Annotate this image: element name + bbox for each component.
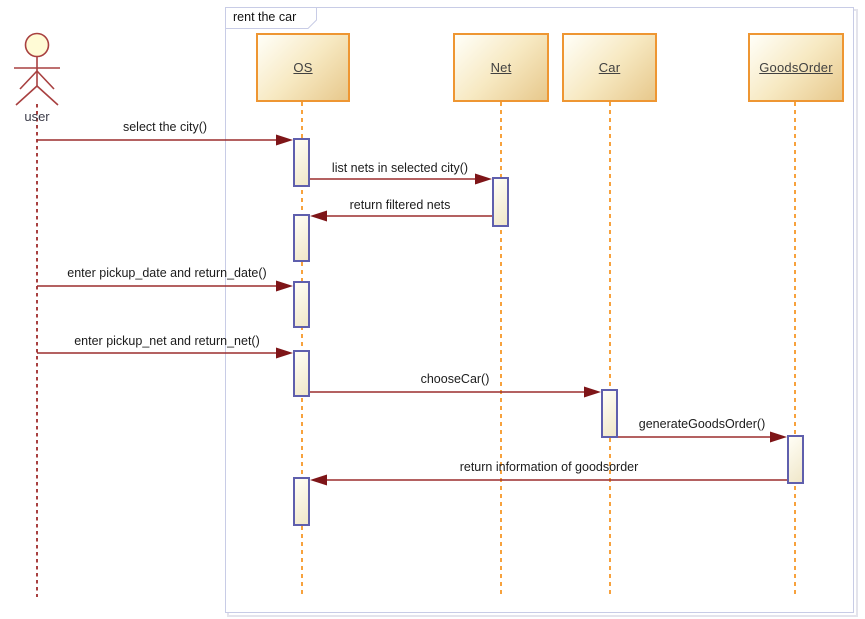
message-label-enter-nets: enter pickup_net and return_net() bbox=[74, 334, 260, 348]
frame-border bbox=[225, 7, 854, 613]
lifeline-head-car: Car bbox=[562, 33, 657, 102]
message-label-generate-order: generateGoodsOrder() bbox=[638, 417, 766, 431]
arrowhead-icon bbox=[584, 386, 601, 398]
arrowhead-icon bbox=[276, 280, 293, 292]
arrowhead-icon bbox=[276, 134, 293, 146]
lifeline-name-os: OS bbox=[293, 60, 313, 75]
activation-bar-os-3 bbox=[293, 281, 310, 328]
arrowhead-icon bbox=[770, 431, 787, 443]
message-label-return-order: return information of goodsorder bbox=[459, 460, 639, 474]
message-label-enter-dates: enter pickup_date and return_date() bbox=[67, 266, 267, 280]
activation-bar-goodsorder bbox=[787, 435, 804, 484]
message-label-select-city: select the city() bbox=[122, 120, 208, 134]
message-label-list-nets: list nets in selected city() bbox=[331, 161, 469, 175]
activation-bar-os-5 bbox=[293, 477, 310, 526]
lifeline-name-net: Net bbox=[490, 60, 512, 75]
activation-bar-os-4 bbox=[293, 350, 310, 397]
arrowhead-icon bbox=[310, 474, 327, 486]
frame-tab bbox=[225, 7, 317, 29]
lifeline-head-os: OS bbox=[256, 33, 350, 102]
message-label-choose-car: chooseCar() bbox=[420, 372, 490, 386]
frame-title: rent the car bbox=[233, 10, 297, 24]
message-label-return-nets: return filtered nets bbox=[349, 198, 451, 212]
arrowhead-icon bbox=[310, 210, 327, 222]
activation-bar-net bbox=[492, 177, 509, 227]
lifeline-name-goodsorder: GoodsOrder bbox=[759, 60, 833, 75]
activation-bar-car bbox=[601, 389, 618, 438]
actor-label: user bbox=[24, 109, 50, 124]
message-arrows bbox=[37, 134, 787, 486]
arrowhead-icon bbox=[276, 347, 293, 359]
lifeline-head-net: Net bbox=[453, 33, 549, 102]
arrowhead-icon bbox=[475, 173, 492, 185]
lifeline-head-goodsorder: GoodsOrder bbox=[748, 33, 844, 102]
activation-bar-os-1 bbox=[293, 138, 310, 187]
lifeline-name-car: Car bbox=[598, 60, 621, 75]
actor-icon bbox=[14, 32, 60, 106]
activation-bar-os-2 bbox=[293, 214, 310, 262]
